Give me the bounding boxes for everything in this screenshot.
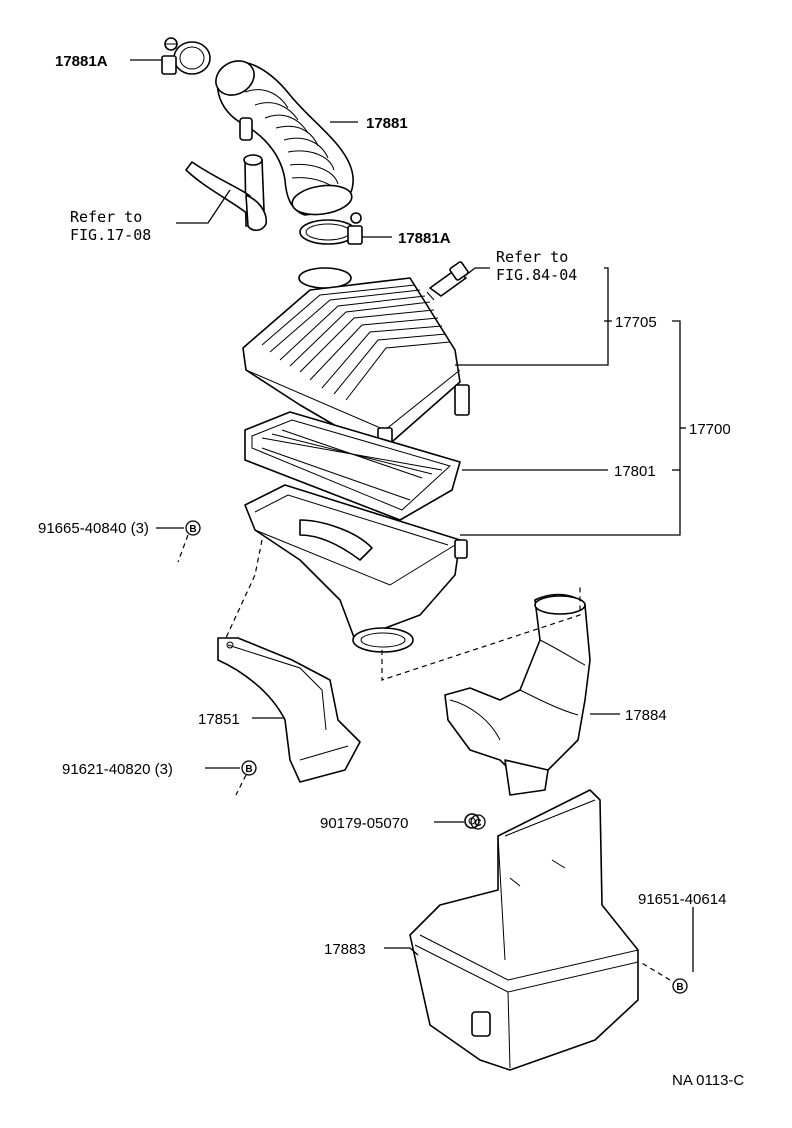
air-filter-element: [244, 411, 461, 521]
label-17705: 17705: [615, 314, 657, 331]
intake-air-duct: [444, 593, 591, 796]
marker-b-3: B: [672, 978, 688, 994]
svg-text:B: B: [189, 524, 196, 535]
air-cleaner-cap: [242, 267, 470, 449]
air-cleaner-hose: [215, 60, 354, 216]
label-17700: 17700: [689, 421, 731, 438]
refer-fig-17-08-line2: FIG.17-08: [70, 226, 151, 244]
nut: [464, 813, 480, 829]
marker-b-1: B: [185, 520, 201, 536]
refer-fig-84-04-line2: FIG.84-04: [496, 266, 577, 284]
intake-air-temp-sensor: [426, 261, 469, 301]
refer-fig-17-08-line1: Refer to: [70, 208, 142, 226]
label-90179-05070: 90179-05070: [320, 815, 408, 832]
label-17801: 17801: [614, 463, 656, 480]
label-91621-40820: 91621-40820 (3): [62, 761, 173, 778]
label-17883: 17883: [324, 941, 366, 958]
label-17881a-top: 17881A: [55, 53, 108, 70]
air-cleaner-bracket: [217, 637, 361, 783]
breather-hose: [185, 154, 268, 232]
svg-text:B: B: [245, 764, 252, 775]
refer-fig-84-04-line1: Refer to: [496, 248, 568, 266]
label-17881a-bottom: 17881A: [398, 230, 451, 247]
label-17881: 17881: [366, 115, 408, 132]
hose-clamp-bottom: [299, 212, 363, 245]
intake-resonator: [409, 789, 639, 1071]
label-91665-40840: 91665-40840 (3): [38, 520, 149, 537]
figure-code: NA 0113-C: [672, 1072, 744, 1089]
marker-b-2: B: [241, 760, 257, 776]
dashed-guide-lines: [177, 534, 671, 981]
air-cleaner-case: [244, 484, 468, 653]
svg-text:C: C: [474, 818, 481, 829]
label-17851: 17851: [198, 711, 240, 728]
marker-c: C: [470, 814, 486, 830]
hose-clamp-top: [161, 37, 211, 75]
label-91651-40614: 91651-40614: [638, 891, 726, 908]
leader-lines: [130, 59, 694, 972]
label-17884: 17884: [625, 707, 667, 724]
svg-text:B: B: [676, 982, 683, 993]
